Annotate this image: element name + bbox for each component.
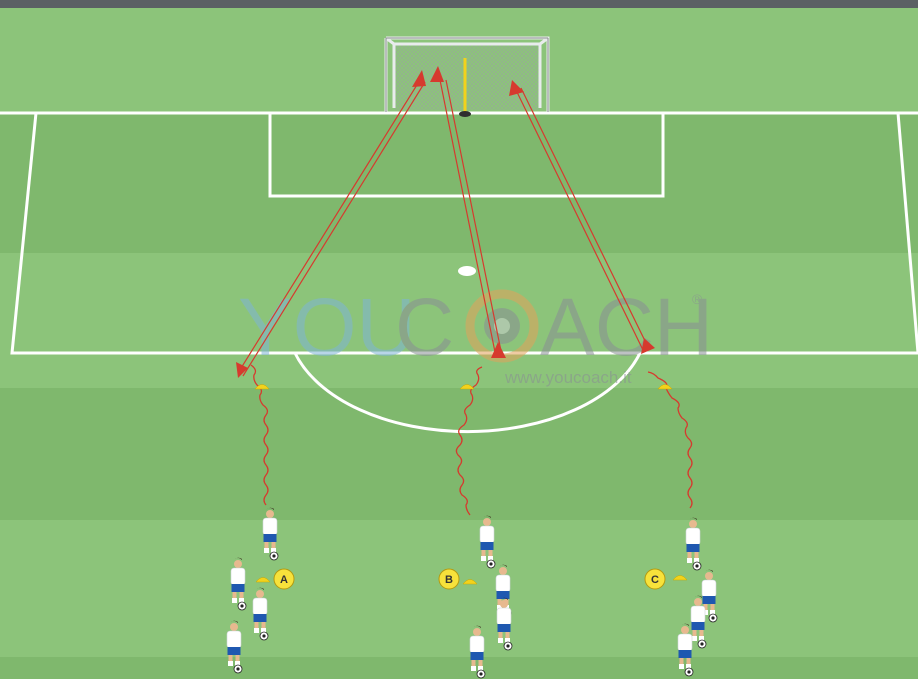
- brand-text-c: C: [395, 282, 454, 373]
- brand-text-right: ACH: [540, 282, 713, 373]
- goal: [386, 38, 548, 112]
- group-label-c-text: C: [651, 574, 659, 586]
- group-label-b: B: [439, 569, 459, 589]
- group-label-a: A: [274, 569, 294, 589]
- penalty-spot: [458, 266, 476, 276]
- group-label-c: C: [645, 569, 665, 589]
- brand-url: www.youcoach.it: [504, 368, 632, 387]
- brand-text-left: YOU: [238, 282, 416, 373]
- group-label-a-text: A: [280, 574, 288, 586]
- group-label-b-text: B: [445, 574, 453, 586]
- registered-mark: ®: [692, 291, 703, 307]
